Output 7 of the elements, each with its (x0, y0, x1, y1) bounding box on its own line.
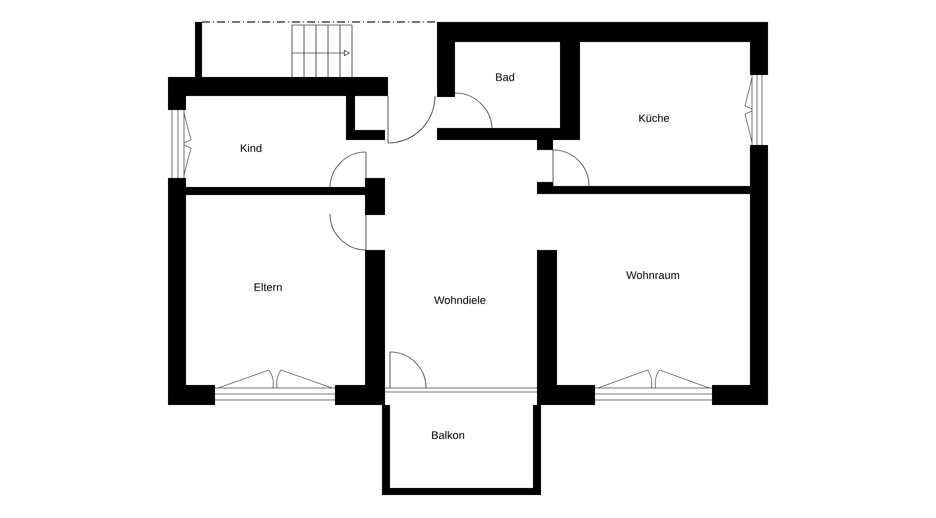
room-label: Eltern (254, 282, 282, 292)
room-label: Balkon (432, 430, 464, 440)
room-label: Bad (496, 72, 514, 82)
room-label: Kind (240, 144, 262, 152)
room-label: Wohnraum (626, 270, 680, 280)
room-label: Küche (639, 114, 670, 122)
room-label: Wohndiele (434, 296, 486, 304)
